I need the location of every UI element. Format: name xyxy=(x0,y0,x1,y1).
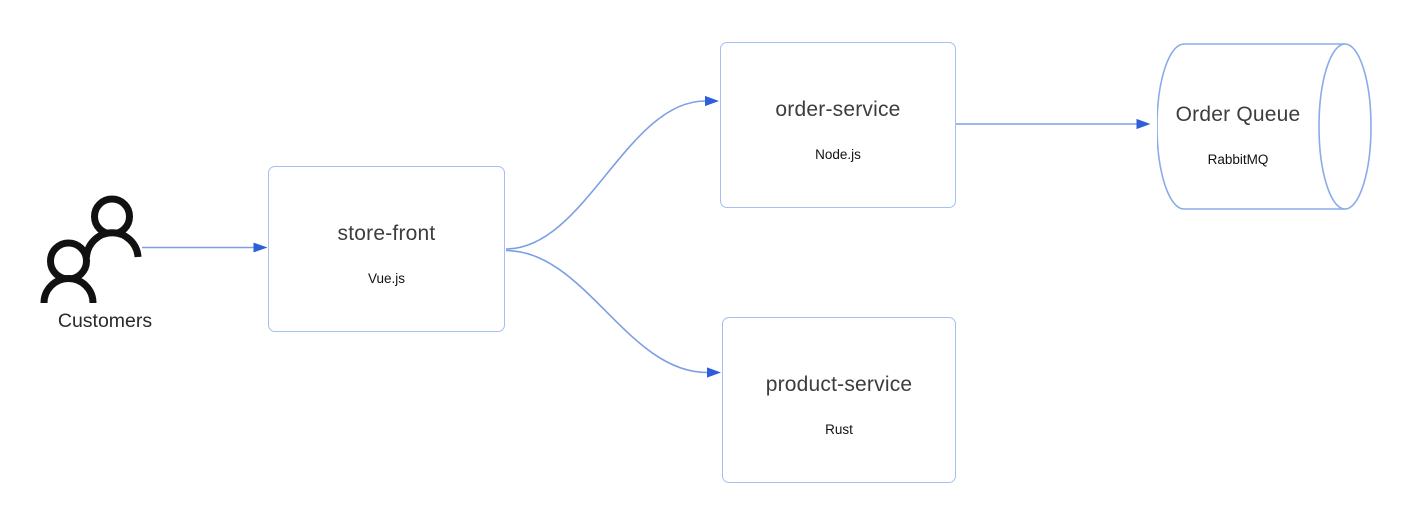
edge-storefront-to-order-service xyxy=(505,95,719,250)
person-front-shoulders xyxy=(40,275,97,304)
edge-order-service-to-order-queue xyxy=(956,118,1151,130)
node-order-queue: Order Queue RabbitMQ xyxy=(1157,43,1372,210)
person-front-head xyxy=(47,239,90,283)
customers-label: Customers xyxy=(57,310,153,332)
cylinder-shape xyxy=(1157,43,1372,210)
node-order-service-title: order-service xyxy=(775,98,901,121)
edge-storefront-to-product-service xyxy=(505,249,721,378)
node-order-service: order-service Node.js xyxy=(720,42,956,208)
person-back-shoulders xyxy=(83,229,142,258)
people-icon xyxy=(40,195,142,304)
node-store-front: store-front Vue.js xyxy=(268,166,505,332)
node-product-service-subtitle: Rust xyxy=(825,422,853,437)
node-product-service: product-service Rust xyxy=(722,317,956,483)
node-store-front-subtitle: Vue.js xyxy=(367,271,406,286)
node-product-service-title: product-service xyxy=(765,373,913,396)
node-order-service-subtitle: Node.js xyxy=(815,147,861,162)
edge-customers-to-storefront xyxy=(142,242,268,253)
node-store-front-title: store-front xyxy=(337,222,436,245)
person-back-head xyxy=(91,195,133,238)
node-order-queue-title: Order Queue xyxy=(1175,103,1301,126)
node-order-queue-subtitle: RabbitMQ xyxy=(1207,152,1269,167)
